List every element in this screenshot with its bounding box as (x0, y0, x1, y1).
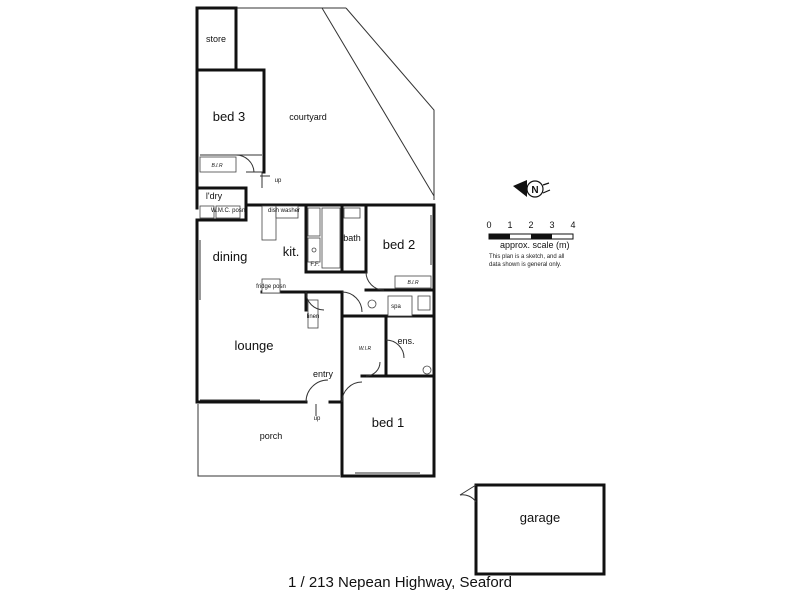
label-bed3: bed 3 (213, 109, 246, 124)
scale-bar: 0 1 2 3 4 approx. scale (m) This plan is… (486, 220, 575, 268)
label-porch: porch (260, 431, 283, 441)
label-linen: linen (307, 314, 320, 320)
label-up-entry: up (314, 416, 321, 422)
label-ensuite: ens. (397, 336, 414, 346)
scale-tick-4: 4 (570, 220, 575, 230)
label-fridge-posn: fridge posn (256, 284, 286, 290)
label-wir: W.I.R (359, 346, 372, 352)
scale-tick-3: 3 (549, 220, 554, 230)
room-labels: store bed 3 B.I.R courtyard up l'dry W.M… (206, 34, 560, 525)
label-ff: F.F. (310, 262, 320, 268)
label-bed2-bir: B.I.R (407, 280, 419, 286)
garage-walls (459, 483, 606, 576)
courtyard-outline (236, 7, 435, 197)
label-bed2: bed 2 (383, 237, 416, 252)
label-courtyard: courtyard (289, 112, 327, 122)
bed3-walls (195, 68, 266, 210)
scale-tick-0: 0 (486, 220, 491, 230)
scale-note-line2: data shown is general only. (489, 262, 562, 268)
compass-letter: N (531, 185, 538, 196)
label-bath: bath (343, 233, 361, 243)
label-spa: spa (391, 304, 401, 310)
label-store: store (206, 34, 226, 44)
label-dining: dining (213, 249, 248, 264)
scale-label: approx. scale (m) (500, 240, 570, 250)
label-bed1: bed 1 (372, 415, 405, 430)
label-kitchen: kit. (283, 244, 300, 259)
scale-tick-2: 2 (528, 220, 533, 230)
porch-outline (197, 404, 340, 477)
label-entry: entry (313, 369, 334, 379)
label-dishwasher: dish washer (268, 208, 300, 214)
courtyard-right-edge (345, 7, 435, 200)
label-up-courtyard: up (275, 178, 282, 184)
outdoor-outlines (197, 7, 435, 477)
label-wm-posn: W.M.C. posn (211, 208, 245, 214)
scale-note-line1: This plan is a sketch, and all (489, 254, 564, 260)
label-laundry: l'dry (206, 191, 223, 201)
label-garage: garage (520, 510, 560, 525)
label-bed3-bir: B.I.R (211, 163, 223, 169)
label-lounge: lounge (234, 338, 273, 353)
scale-tick-1: 1 (507, 220, 512, 230)
address-caption: 1 / 213 Nepean Highway, Seaford (288, 574, 512, 591)
house-walls (195, 175, 436, 478)
compass-icon: N (513, 180, 551, 198)
